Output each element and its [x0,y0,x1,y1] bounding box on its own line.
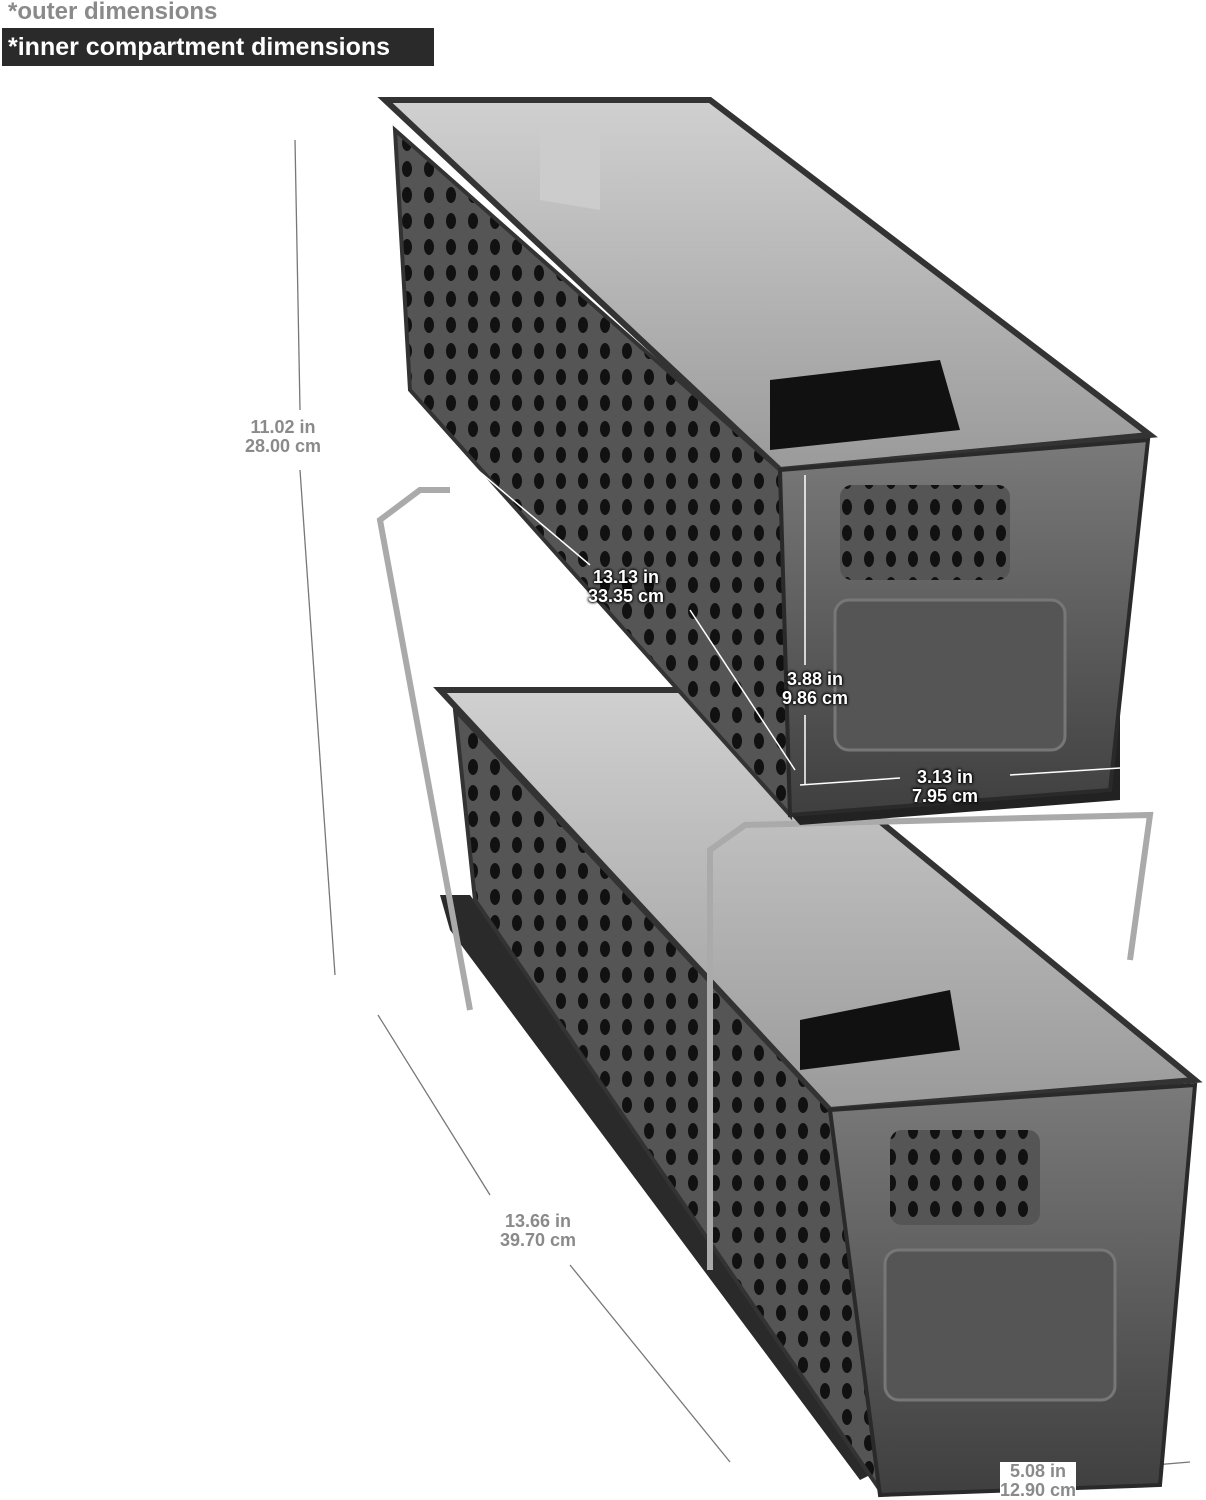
width-outer-in: 5.08 in [1010,1461,1067,1481]
width-inner-in: 3.13 in [917,767,974,787]
width-outer-label: 5.08 in 12.90 cm [1000,1461,1077,1500]
height-outer-in: 11.02 in [250,417,316,437]
height-outer-label: 11.02 in 28.00 cm [245,417,322,456]
height-inner-in: 3.88 in [787,669,844,689]
width-outer-cm: 12.90 cm [1000,1480,1077,1500]
upper-basket [377,97,1158,825]
width-inner-label: 3.13 in 7.95 cm [912,768,978,806]
depth-outer-in: 13.66 in [505,1211,572,1231]
height-inner-label: 3.88 in 9.86 cm [782,670,848,708]
inner-dimension-lines [429,429,1121,786]
lower-basket [433,687,1203,1498]
length-inner-in: 13.13 in [593,567,660,587]
length-inner-label: 13.13 in 33.35 cm [588,568,664,606]
legend-inner-dimensions: *inner compartment dimensions [2,28,434,66]
depth-outer-cm: 39.70 cm [500,1230,577,1250]
length-inner-cm: 33.35 cm [588,586,665,606]
height-inner-cm: 9.86 cm [782,688,849,708]
chrome-frame [376,487,1154,1270]
height-outer-cm: 28.00 cm [245,436,322,456]
depth-outer-label: 13.66 in 39.70 cm [500,1211,577,1250]
width-inner-cm: 7.95 cm [912,786,979,806]
legend-outer-dimensions: *outer dimensions [8,0,218,25]
